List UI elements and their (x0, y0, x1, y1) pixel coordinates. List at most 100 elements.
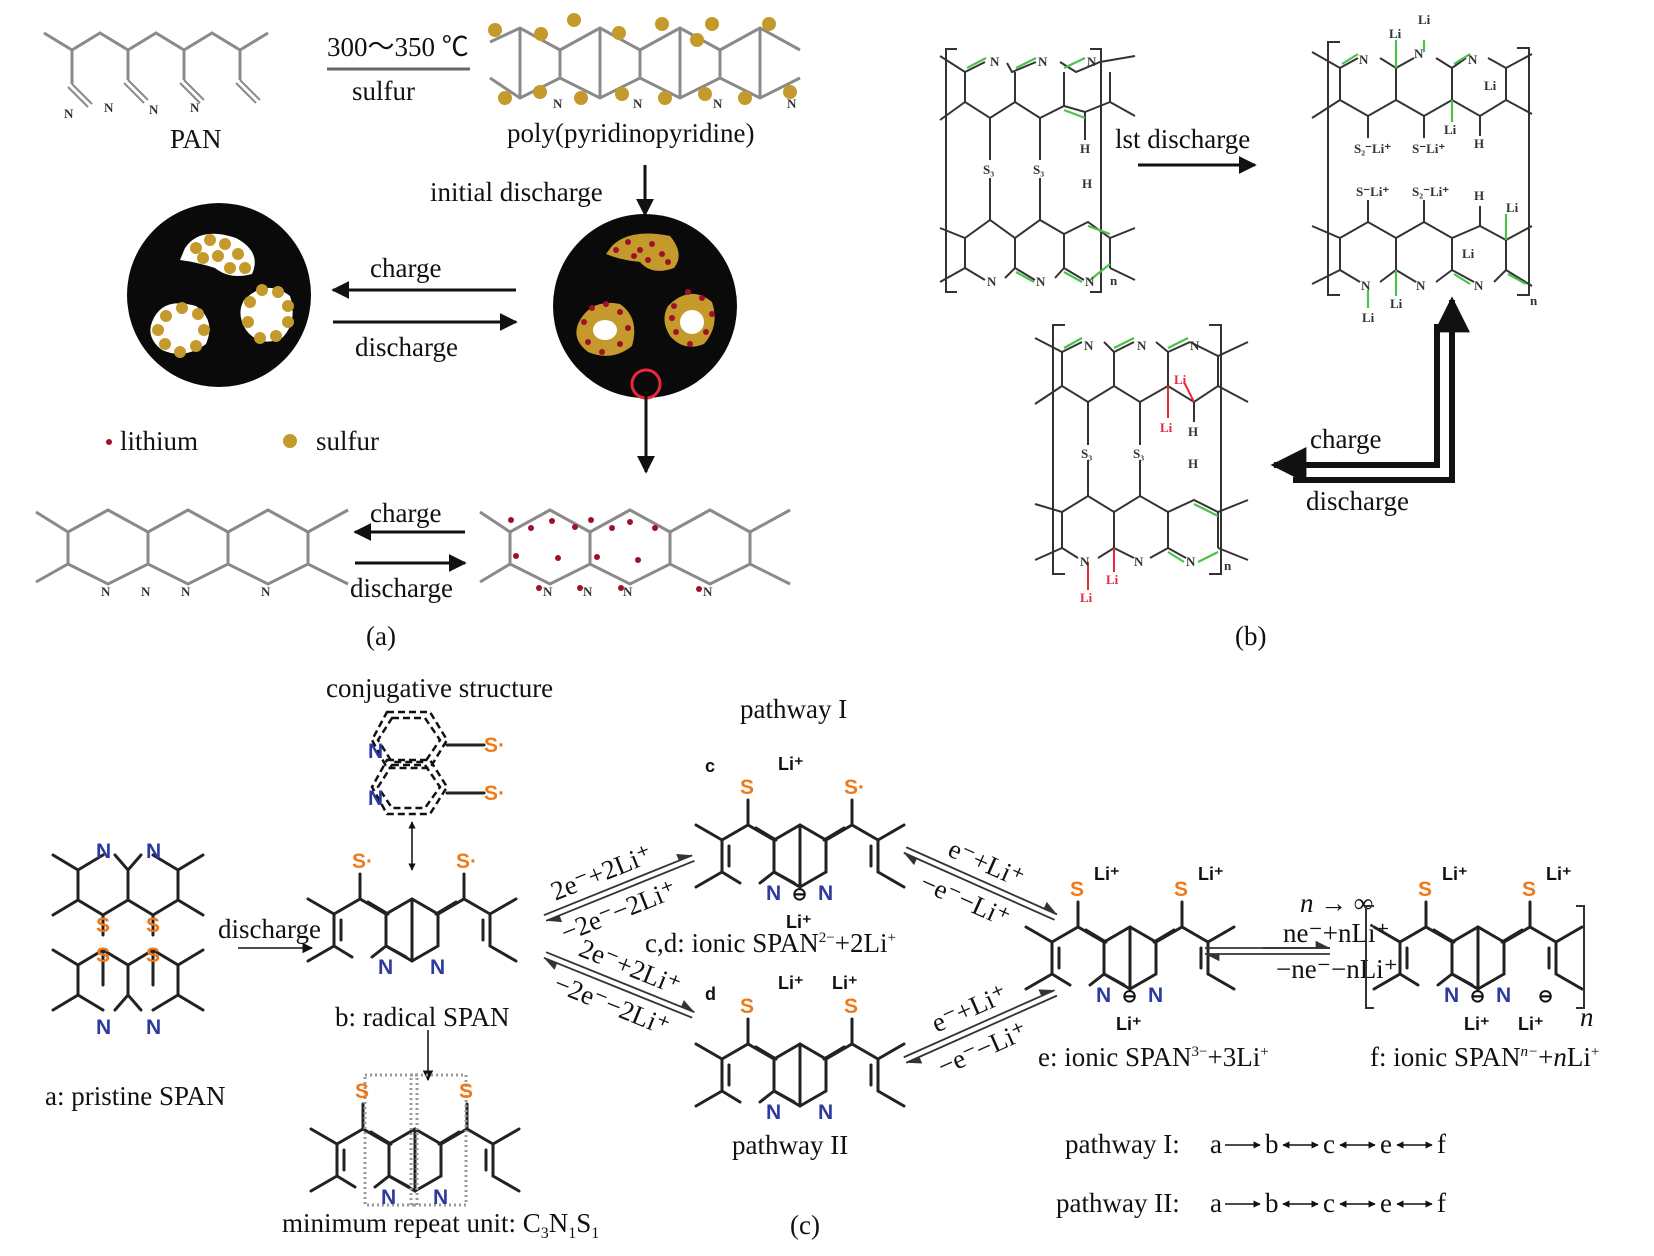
atom-h: H (1188, 424, 1198, 439)
discharge-label: discharge (1306, 486, 1409, 516)
chain-charge-label: charge (370, 498, 441, 528)
lithium-legend-label: lithium (120, 426, 198, 456)
atom-h: H (1474, 188, 1484, 203)
pathway-summary: pathway I: a b c e f pathway II: a b c e (1056, 1129, 1446, 1218)
chain-discharge-label: discharge (350, 573, 453, 603)
pathway-step: c (1323, 1129, 1335, 1159)
atom-s: S (1522, 878, 1536, 901)
atom-n: N (1361, 278, 1371, 293)
atom-n: N (96, 840, 111, 863)
atom-n: N (818, 1101, 833, 1124)
pathway-step: f (1437, 1129, 1446, 1159)
atom-n: N (96, 1016, 111, 1039)
panel-c: conjugative structure N N S· S· (45, 673, 1599, 1242)
li-ion: Li⁺ (1116, 1014, 1142, 1034)
atom-n: N (149, 102, 159, 117)
atom-n: N (713, 96, 723, 111)
atom-s: S (96, 944, 110, 967)
atom-n: N (1137, 338, 1147, 353)
li-ion: Li⁺ (1442, 864, 1468, 884)
atom-n: N (633, 96, 643, 111)
pathway-step: f (1437, 1188, 1446, 1218)
legend: lithium sulfur (106, 426, 379, 456)
li-ion: Li⁺ (778, 973, 804, 993)
atom-s3: S₃ (1081, 446, 1092, 461)
negative-charge: ⊖ (1470, 986, 1485, 1006)
pathway-step: c (1323, 1188, 1335, 1218)
atom-s: S (844, 995, 858, 1018)
discharged-particle (553, 214, 737, 400)
repeat-n: n (1224, 558, 1232, 573)
atom-n: N (1474, 278, 1484, 293)
ionic-span-f-label: f: ionic SPANn−+nLi+ (1370, 1042, 1599, 1072)
li-ion: Li⁺ (1198, 864, 1224, 884)
atom-li: Li (1106, 572, 1119, 587)
lithium-legend-swatch (106, 439, 112, 445)
radical-span-label: b: radical SPAN (335, 1002, 510, 1032)
ionic-span-e-structure: S S Li⁺ Li⁺ N N ⊖ Li⁺ (1024, 864, 1236, 1034)
repeat-n: n (1530, 293, 1538, 308)
atom-n: N (1096, 984, 1111, 1007)
panel-b-label: (b) (1235, 621, 1266, 651)
atom-li: Li (1174, 372, 1187, 387)
reaction-condition-temp: 300～350 ℃ (327, 32, 469, 62)
atom-n: N (101, 584, 111, 599)
first-discharge-label: lst discharge (1115, 124, 1250, 154)
pan-label: PAN (170, 124, 222, 154)
negative-charge: ⊖ (792, 884, 807, 904)
negative-charge: ⊖ (1122, 986, 1137, 1006)
atom-n: N (1080, 554, 1090, 569)
atom-s-radical: S· (484, 782, 505, 805)
charge-label: charge (1310, 424, 1381, 454)
atom-s: S (355, 1080, 369, 1103)
charge-l-arrow (1270, 324, 1440, 483)
discharged-chain-structure: N N N N (479, 508, 791, 599)
atom-h: H (1188, 456, 1198, 471)
atom-n: N (146, 840, 161, 863)
pathway-i-title: pathway I (740, 694, 847, 724)
atom-n: N (766, 1101, 781, 1124)
atom-s: S (740, 995, 754, 1018)
ionic-span-cd-label: c,d: ionic SPAN2−+2Li+ (645, 928, 896, 958)
particle-charge-label: charge (370, 253, 441, 283)
atom-n: N (368, 787, 383, 810)
repeat-unit-structure: S S N N (309, 1073, 521, 1209)
structure-tag-c: c (705, 756, 715, 776)
atom-n: N (181, 584, 191, 599)
atom-n: N (543, 584, 553, 599)
discharge-l-arrow (1293, 296, 1470, 483)
atom-sli: S⁻Li⁺ (1356, 184, 1389, 199)
atom-li: Li (1389, 26, 1402, 41)
conjugative-structure: N N S· S· (368, 710, 505, 816)
atom-n: N (1038, 54, 1048, 69)
atom-n: N (1414, 46, 1424, 61)
atom-s3: S₃ (1033, 162, 1044, 177)
discharge-label: discharge (218, 914, 321, 944)
partially-lithiated-polymer-structure: n (1034, 324, 1249, 605)
atom-li: Li (1418, 12, 1431, 27)
e-to-f-forward-label: ne⁻+nLi⁺ (1283, 918, 1390, 948)
li-ion: Li⁺ (832, 973, 858, 993)
atom-n: N (766, 882, 781, 905)
atom-sli: S⁻Li⁺ (1412, 141, 1445, 156)
atom-n: N (703, 584, 713, 599)
panel-a-label: (a) (366, 621, 396, 651)
atom-n: N (378, 956, 393, 979)
li-ion: Li⁺ (786, 912, 812, 932)
atom-li: Li (1080, 590, 1093, 605)
atom-n: N (1085, 274, 1095, 289)
atom-n: N (141, 584, 151, 599)
n-to-infinity-label: n → ∞ (1300, 888, 1373, 918)
atom-s: S (1418, 878, 1432, 901)
pathway-step: e (1380, 1188, 1392, 1218)
atom-li: Li (1160, 420, 1173, 435)
atom-h: H (1474, 136, 1484, 151)
atom-li: Li (1484, 78, 1497, 93)
pathway-ii-title: pathway II (732, 1130, 848, 1160)
structure-tag-d: d (705, 984, 716, 1004)
particle-discharge-label: discharge (355, 332, 458, 362)
atom-s-radical: S· (484, 734, 505, 757)
atom-n: N (1444, 984, 1459, 1007)
atom-s3: S₃ (983, 162, 994, 177)
atom-h: H (1080, 141, 1090, 156)
